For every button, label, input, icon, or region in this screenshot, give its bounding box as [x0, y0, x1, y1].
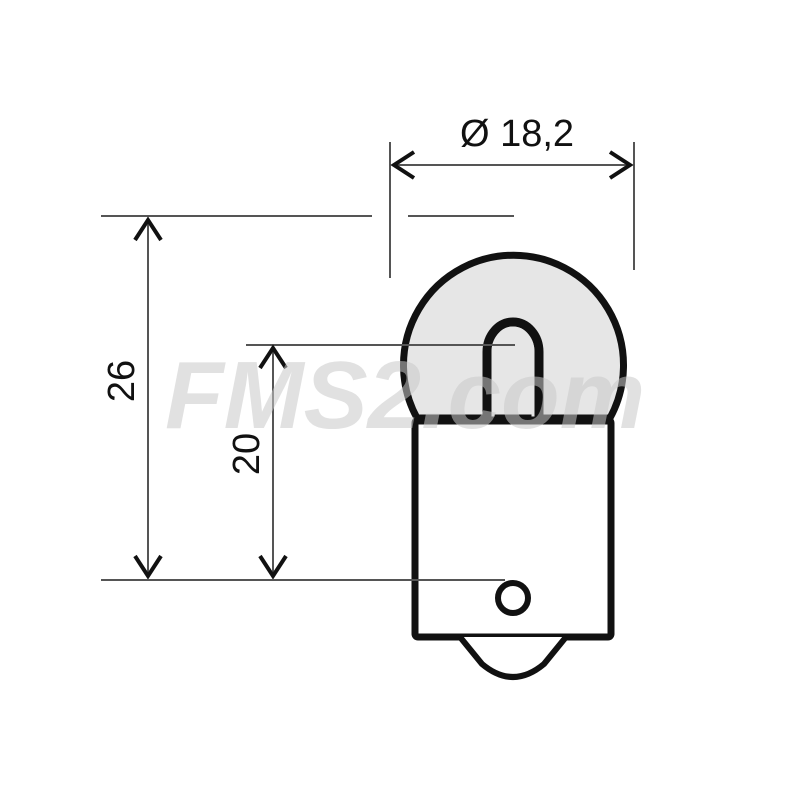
arrow-right-icon [608, 150, 634, 180]
bayonet-pin [495, 580, 531, 616]
diameter-dimension: Ø 18,2 [389, 113, 635, 278]
total-height-dimension: 26 [101, 215, 514, 580]
watermark: FMS2.com [165, 342, 645, 449]
bulb-base [411, 416, 615, 680]
arrow-up-icon [133, 216, 163, 242]
arrow-down-icon [258, 554, 288, 580]
bulb-glass [400, 251, 627, 422]
arrow-up-icon [258, 344, 288, 370]
arrow-down-icon [133, 554, 163, 580]
contact-tip [457, 635, 569, 680]
arrow-left-icon [390, 150, 416, 180]
total-height-label: 26 [101, 360, 143, 402]
light-center-dimension: 20 [226, 344, 515, 580]
light-center-label: 20 [226, 433, 268, 475]
diameter-label: Ø 18,2 [460, 113, 574, 155]
